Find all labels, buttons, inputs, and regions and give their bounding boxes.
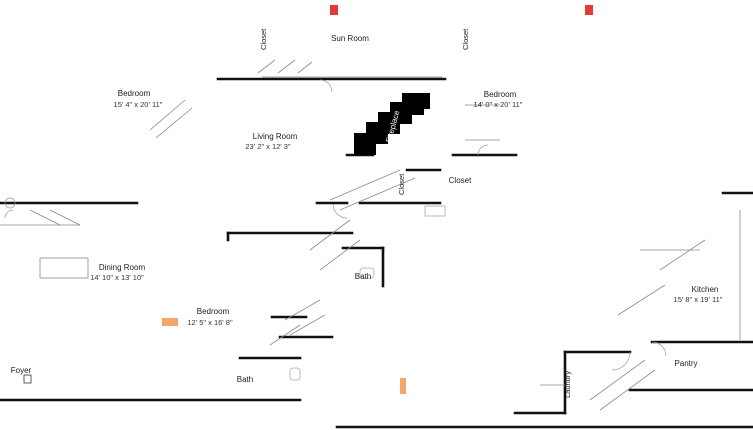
label-dining-room: Dining Room bbox=[99, 263, 146, 272]
alert-marker-left[interactable] bbox=[330, 5, 338, 15]
label-living-room: Living Room bbox=[253, 132, 298, 141]
orange-marker-left[interactable] bbox=[162, 318, 178, 326]
markers bbox=[23, 5, 593, 394]
label-bedroom-nw-dim: 15' 4" x 20' 11" bbox=[114, 100, 163, 109]
label-bedroom-sw-dim: 12' 5" x 16' 8" bbox=[187, 318, 233, 327]
label-kitchen: Kitchen bbox=[692, 285, 719, 294]
label-closet-mid: Closet bbox=[397, 173, 406, 195]
label-bedroom-nw: Bedroom bbox=[118, 89, 151, 98]
label-bedroom-ne: Bedroom bbox=[484, 90, 517, 99]
label-bedroom-sw: Bedroom bbox=[197, 307, 230, 316]
walls bbox=[0, 77, 753, 429]
room-labels: Sun Room Closet Closet Bedroom 15' 4" x … bbox=[11, 28, 723, 398]
label-kitchen-dim: 15' 8" x 19' 11" bbox=[674, 295, 723, 304]
label-closet-top-right: Closet bbox=[461, 28, 470, 50]
label-closet-right: Closet bbox=[449, 176, 472, 185]
label-pantry: Pantry bbox=[674, 359, 697, 368]
alert-marker-right[interactable] bbox=[585, 5, 593, 15]
label-living-room-dim: 23' 2" x 12' 3" bbox=[245, 142, 291, 151]
label-sun-room: Sun Room bbox=[331, 34, 369, 43]
fireplace-block bbox=[354, 93, 430, 155]
label-laundry: Laundry bbox=[563, 371, 572, 398]
interior-details bbox=[0, 59, 741, 411]
door-swings bbox=[4, 79, 667, 371]
label-closet-top-left: Closet bbox=[259, 28, 268, 50]
label-bedroom-ne-dim: 14' 0" x 20' 11" bbox=[474, 100, 523, 109]
label-dining-room-dim: 14' 10" x 13' 10" bbox=[90, 273, 144, 282]
orange-marker-bottom[interactable] bbox=[400, 378, 406, 394]
label-foyer: Foyer bbox=[11, 366, 32, 375]
label-bath-center: Bath bbox=[355, 272, 371, 281]
label-bath-lower: Bath bbox=[237, 375, 253, 384]
foyer-icon[interactable] bbox=[23, 374, 32, 384]
